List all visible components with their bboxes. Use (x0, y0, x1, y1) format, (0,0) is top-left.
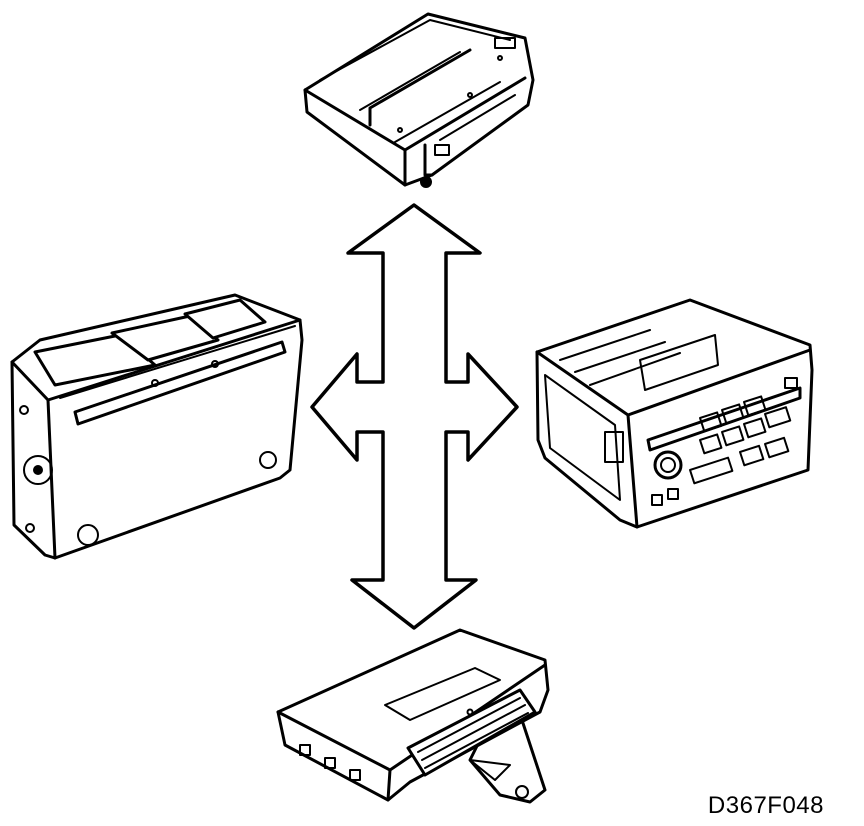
control-module-unit (276, 628, 550, 804)
cd-changer-unit (10, 293, 304, 560)
four-way-arrow (310, 203, 519, 630)
radio-head-unit (535, 298, 814, 529)
top-module-unit (303, 12, 535, 188)
figure-reference-code: D367F048 (707, 792, 824, 819)
